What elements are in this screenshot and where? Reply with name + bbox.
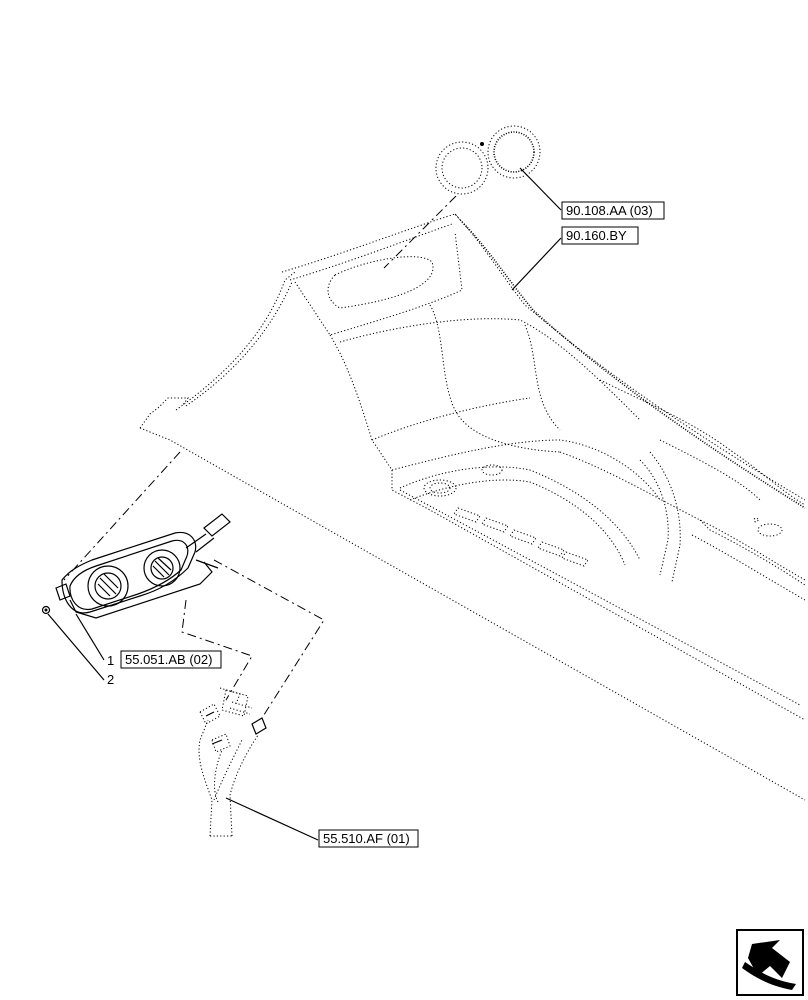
center-console-drawing [139,213,806,801]
item-number-1: 1 [107,653,114,668]
callout-label-control: 55.051.AB (02) [125,652,212,667]
callout-90-108-aa[interactable]: 90.108.AA (03) [561,201,665,220]
callout-label-console: 90.160.BY [566,228,627,243]
item-number-2: 2 [107,672,114,687]
next-page-arrow-icon[interactable] [736,929,804,996]
callout-leaders [225,167,562,841]
assembly-guide-lines [63,451,325,719]
callout-label-vent: 90.108.AA (03) [566,203,653,218]
callout-55-051-ab[interactable]: 55.051.AB (02) [120,650,222,669]
climate-control-panel [41,513,231,681]
wire-harness [198,687,267,837]
callout-55-510-af[interactable]: 55.510.AF (01) [318,829,419,848]
callout-90-160-by[interactable]: 90.160.BY [561,226,639,245]
callout-label-harness: 55.510.AF (01) [323,831,410,846]
air-vent-pair [383,125,541,269]
